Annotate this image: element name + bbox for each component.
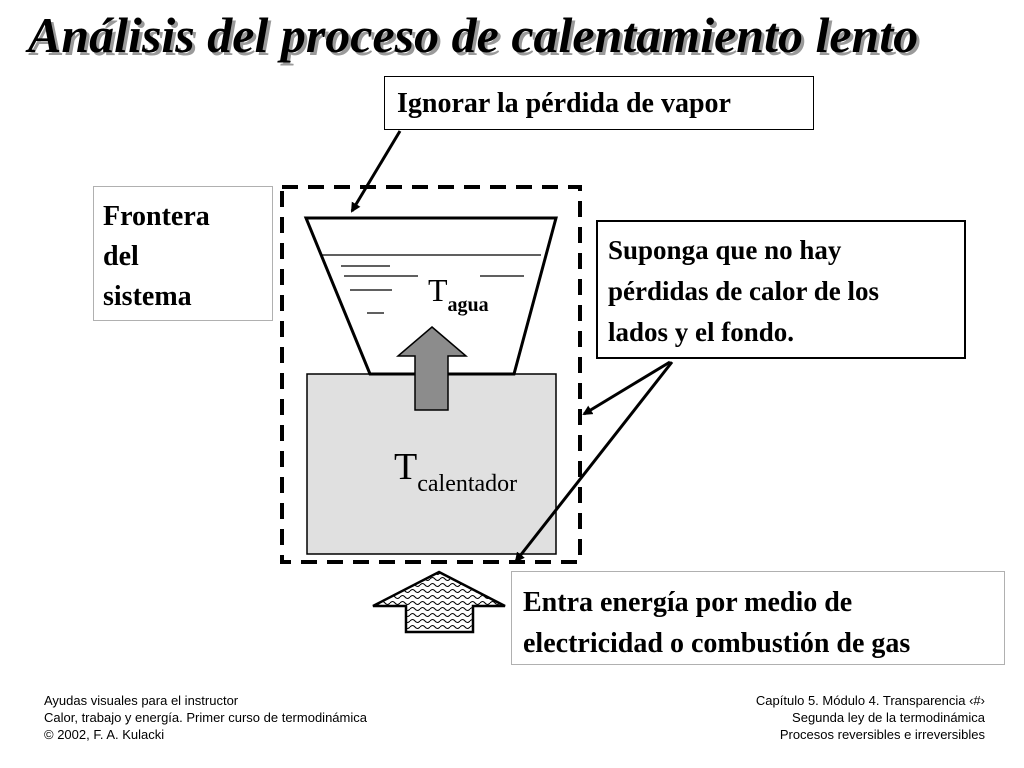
callout-boundary-line: del (103, 241, 139, 272)
water-vessel (303, 216, 558, 376)
footer-left: Ayudas visuales para el instructor Calor… (44, 692, 367, 743)
callout-energy-line: electricidad o combustión de gas (523, 628, 911, 659)
callout-heat-loss-line: lados y el fondo. (608, 317, 795, 347)
slide-title: Análisis del proceso de calentamiento le… (28, 7, 919, 63)
heater-temperature-label: Tcalentador (394, 446, 517, 505)
callout-heat-loss-line: Suponga que no hay (608, 235, 842, 265)
callout-no-heat-loss: Suponga que no hay pérdidas de calor de … (596, 220, 966, 359)
callout-boundary-line: sistema (103, 281, 192, 312)
footer-left-line: Ayudas visuales para el instructor (44, 693, 239, 708)
heater-temperature-symbol: T (394, 446, 418, 488)
heat-flow-arrow (395, 326, 469, 411)
water-temperature-label: Tagua (428, 272, 489, 323)
footer-right-line: Procesos reversibles e irreversibles (779, 727, 985, 742)
callout-boundary-line: Frontera (103, 201, 210, 232)
water-temperature-symbol: T (428, 272, 448, 308)
callout-ignore-vapor: Ignorar la pérdida de vapor (384, 76, 814, 130)
footer-left-line: Calor, trabajo y energía. Primer curso d… (44, 710, 367, 725)
callout-energy-line: Entra energía por medio de (523, 587, 853, 618)
callout-ignore-vapor-text: Ignorar la pérdida de vapor (397, 88, 731, 119)
footer-left-line: © 2002, F. A. Kulacki (44, 727, 165, 742)
vapor-pointer-arrow (350, 130, 402, 213)
callout-energy-input: Entra energía por medio de electricidad … (511, 571, 1005, 665)
water-temperature-subscript: agua (447, 294, 489, 316)
side-loss-pointer-arrow (582, 360, 671, 416)
footer-right-line: Segunda ley de la termodinámica (792, 710, 985, 725)
callout-heat-loss-line: pérdidas de calor de los (608, 276, 880, 306)
energy-input-arrow (372, 570, 506, 634)
bottom-loss-pointer-arrow (514, 361, 674, 563)
footer-right: Capítulo 5. Módulo 4. Transparencia ‹#› … (756, 692, 985, 743)
callout-system-boundary: Frontera del sistema (93, 186, 273, 321)
system-boundary (280, 185, 582, 564)
heater-temperature-subscript: calentador (417, 471, 518, 497)
footer-right-line: Capítulo 5. Módulo 4. Transparencia ‹#› (755, 693, 985, 708)
water-surface-lines (322, 254, 541, 314)
